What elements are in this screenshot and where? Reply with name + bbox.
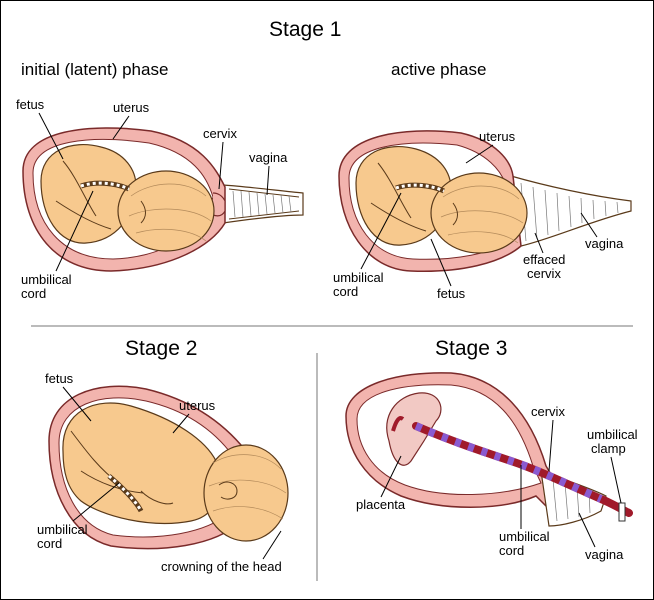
active-phase-title: active phase (391, 60, 486, 79)
stage3-vagina-label: vagina (585, 547, 624, 562)
active-uterus-label: uterus (479, 129, 516, 144)
stage2-fetus-label: fetus (45, 371, 74, 386)
latent-cervix-label: cervix (203, 126, 237, 141)
latent-vagina-label: vagina (249, 150, 288, 165)
stage2-cord-label-line1: umbilical (37, 522, 88, 537)
placenta-label: placenta (356, 497, 406, 512)
active-vagina-label: vagina (585, 236, 624, 251)
latent-phase-title: initial (latent) phase (21, 60, 168, 79)
stage2-cord-label-line2: cord (37, 536, 62, 551)
stage3-cervix-leader (549, 420, 553, 471)
active-cord-label-line1: umbilical (333, 270, 384, 285)
latent-fetus-label: fetus (16, 97, 45, 112)
clamp-label-line1: umbilical (587, 427, 638, 442)
umbilical-clamp (619, 503, 625, 521)
active-cord-label-line2: cord (333, 284, 358, 299)
latent-vagina (223, 185, 303, 223)
stage3-cord-label-line2: cord (499, 543, 524, 558)
active-fetus-label: fetus (437, 286, 466, 301)
stage3-cervix-label: cervix (531, 404, 565, 419)
latent-uterus-label: uterus (113, 100, 150, 115)
latent-cord-label-line1: umbilical (21, 272, 72, 287)
stage2-title: Stage 2 (125, 337, 197, 360)
effaced-cervix-label-line1: effaced (523, 252, 565, 267)
stage2-uterus-label: uterus (179, 398, 216, 413)
latent-cord-label-line2: cord (21, 286, 46, 301)
stage3-cord-label-line1: umbilical (499, 529, 550, 544)
clamp-label-line2: clamp (591, 441, 626, 456)
crowning-label: crowning of the head (161, 559, 282, 574)
clamp-leader (611, 457, 621, 503)
stage3-title: Stage 3 (435, 337, 507, 360)
stage1-title: Stage 1 (269, 18, 341, 41)
effaced-cervix-label-line2: cervix (527, 266, 561, 281)
